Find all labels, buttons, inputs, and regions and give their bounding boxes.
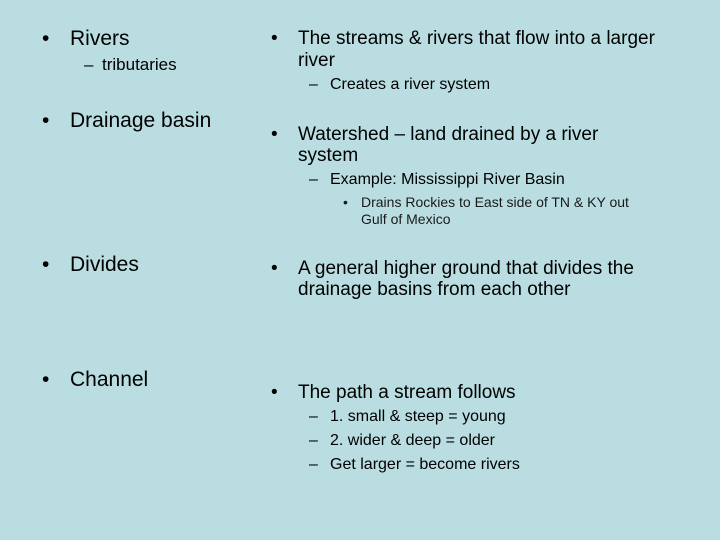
def-channel: The path a stream follows bbox=[298, 382, 516, 403]
dash-marker: – bbox=[309, 432, 318, 449]
def-divides-line1: A general higher ground that divides the bbox=[298, 258, 634, 279]
bullet-marker: • bbox=[42, 27, 50, 50]
subsub-drains-line1: Drains Rockies to East side of TN & KY o… bbox=[361, 194, 629, 210]
dash-marker: – bbox=[309, 171, 318, 188]
bullet-marker: • bbox=[271, 28, 278, 49]
def-rivers-line1: The streams & rivers that flow into a la… bbox=[298, 28, 655, 49]
term-divides: Divides bbox=[70, 253, 139, 276]
bullet-marker: • bbox=[271, 382, 278, 403]
dash-marker: – bbox=[309, 76, 318, 93]
sub-river-system: Creates a river system bbox=[330, 76, 491, 93]
def-rivers-line2: river bbox=[298, 50, 335, 71]
bullet-marker: • bbox=[343, 194, 348, 210]
list-item-young: 1. small & steep = young bbox=[330, 408, 506, 425]
def-watershed-line2: system bbox=[298, 145, 359, 166]
bullet-marker: • bbox=[42, 109, 50, 132]
bullet-marker: • bbox=[42, 368, 50, 391]
dash-marker: – bbox=[309, 456, 318, 473]
term-rivers: Rivers bbox=[70, 27, 130, 50]
subsub-drains-line2: Gulf of Mexico bbox=[361, 211, 451, 227]
dash-marker: – bbox=[84, 55, 94, 74]
list-item-rivers: Get larger = become rivers bbox=[330, 456, 520, 473]
dash-marker: – bbox=[309, 408, 318, 425]
term-channel: Channel bbox=[70, 368, 149, 391]
bullet-marker: • bbox=[271, 258, 278, 279]
bullet-marker: • bbox=[42, 253, 50, 276]
def-watershed-line1: Watershed – land drained by a river bbox=[298, 124, 599, 145]
list-item-older: 2. wider & deep = older bbox=[330, 432, 495, 449]
term-tributaries: tributaries bbox=[102, 55, 177, 74]
term-drainage-basin: Drainage basin bbox=[70, 109, 212, 132]
bullet-marker: • bbox=[271, 124, 278, 145]
sub-example: Example: Mississippi River Basin bbox=[330, 171, 565, 188]
def-divides-line2: drainage basins from each other bbox=[298, 279, 571, 300]
